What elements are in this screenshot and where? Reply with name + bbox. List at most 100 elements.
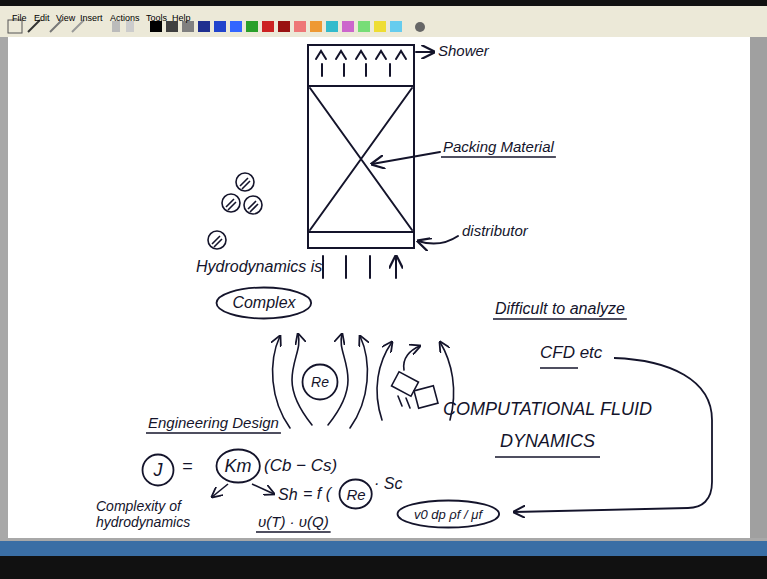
underline bbox=[441, 156, 556, 158]
handwritten-note: · Sc bbox=[374, 475, 402, 492]
label-box: distributor bbox=[462, 222, 528, 240]
leader-arrow bbox=[416, 51, 434, 53]
menu-item: View bbox=[56, 13, 75, 23]
color-swatch bbox=[310, 21, 322, 32]
circled-text: Km bbox=[224, 456, 251, 477]
label-box: Complexity of hydrodynamics bbox=[96, 498, 221, 530]
shower-spray bbox=[316, 51, 406, 59]
circled-term: Complex bbox=[215, 286, 313, 320]
handwritten-note: Sh bbox=[278, 486, 298, 503]
circle-outline bbox=[143, 455, 174, 486]
label-box: COMPUTATIONAL FLUID DYNAMICS bbox=[405, 393, 690, 457]
hatching bbox=[212, 178, 258, 247]
circled-text: J bbox=[154, 460, 163, 481]
handwritten-note: (Cb − Cs) bbox=[264, 456, 337, 475]
label-box: Sh bbox=[278, 486, 298, 504]
color-swatch bbox=[326, 21, 338, 32]
label-box: = f ( bbox=[303, 485, 331, 503]
handwritten-note: Shower bbox=[438, 42, 489, 59]
gas-inflow bbox=[323, 256, 396, 278]
color-swatch bbox=[390, 21, 402, 32]
color-swatch bbox=[262, 21, 274, 32]
handwritten-note: COMPUTATIONAL FLUID DYNAMICS bbox=[405, 393, 690, 457]
label-box: Engineering Design bbox=[148, 414, 279, 432]
color-swatch bbox=[294, 21, 306, 32]
circle-outline bbox=[217, 288, 312, 319]
tool-icon bbox=[415, 22, 425, 32]
label-box: Insert bbox=[80, 7, 103, 25]
underline bbox=[146, 432, 281, 434]
handwritten-note: Complexity of hydrodynamics bbox=[96, 498, 221, 530]
right-border bbox=[750, 37, 767, 541]
circle-outline bbox=[303, 365, 338, 400]
packing-piece bbox=[398, 396, 410, 408]
label-box: Edit bbox=[34, 7, 50, 25]
packing-top bbox=[308, 85, 414, 87]
circled-text: Complex bbox=[232, 294, 295, 312]
label-box: (Cb − Cs) bbox=[264, 456, 337, 476]
packing-piece bbox=[414, 386, 438, 409]
label-box: Packing Material bbox=[443, 138, 554, 156]
color-swatch bbox=[230, 21, 242, 32]
color-swatch bbox=[246, 21, 258, 32]
column-shell bbox=[308, 45, 414, 248]
label-box: View bbox=[56, 7, 75, 25]
flow-around-sphere bbox=[273, 334, 368, 428]
underline bbox=[256, 531, 331, 533]
menu-item: File bbox=[12, 13, 27, 23]
title-bar bbox=[0, 0, 767, 6]
handwritten-note: = bbox=[182, 456, 193, 476]
handwritten-note: Hydrodynamics is bbox=[196, 258, 322, 275]
packed-column bbox=[308, 45, 458, 278]
screen-edge bbox=[0, 556, 767, 579]
color-swatch bbox=[358, 21, 370, 32]
color-swatch bbox=[374, 21, 386, 32]
label-box: Hydrodynamics is bbox=[196, 258, 322, 276]
circled-term: Re bbox=[338, 478, 373, 510]
label-box: CFD etc bbox=[540, 343, 602, 363]
leader-arrow bbox=[252, 484, 274, 494]
status-bar bbox=[0, 541, 767, 556]
menu-item: Edit bbox=[34, 13, 50, 23]
streamline bbox=[350, 336, 367, 428]
underline bbox=[493, 318, 627, 320]
label-box: Tools bbox=[146, 7, 167, 25]
menu-item: Tools bbox=[146, 13, 167, 23]
menu-item: Actions bbox=[110, 13, 140, 23]
underline bbox=[540, 367, 578, 369]
left-border bbox=[0, 37, 8, 541]
handwritten-note: Difficult to analyze bbox=[495, 300, 625, 317]
underline bbox=[495, 456, 600, 458]
menu-item: Help bbox=[172, 13, 191, 23]
shower-drops bbox=[322, 64, 390, 76]
circled-text: Re bbox=[311, 374, 329, 390]
color-swatch bbox=[198, 21, 210, 32]
handwritten-note: distributor bbox=[462, 222, 528, 239]
handwritten-note: υ(T) · υ(Q) bbox=[258, 513, 329, 530]
particle-cluster bbox=[208, 173, 262, 249]
bottom-border bbox=[0, 538, 767, 541]
circled-term: J bbox=[141, 453, 175, 487]
label-box: υ(T) · υ(Q) bbox=[258, 513, 329, 531]
leader-arrow bbox=[372, 152, 440, 164]
handwritten-note: Engineering Design bbox=[148, 414, 279, 431]
handwritten-note: Packing Material bbox=[443, 138, 554, 155]
color-swatch bbox=[278, 21, 290, 32]
circle-outline bbox=[340, 480, 372, 509]
circled-term: v0 dp ρf / μf bbox=[396, 499, 501, 529]
distributor-plate bbox=[308, 231, 414, 233]
circled-text: Re bbox=[346, 486, 365, 503]
writing-canvas bbox=[8, 37, 750, 538]
handwritten-note: = f ( bbox=[303, 485, 331, 502]
circle-outline bbox=[216, 450, 259, 483]
streamline bbox=[404, 346, 420, 370]
flow-around-packing bbox=[377, 342, 454, 420]
label-box: File bbox=[12, 7, 27, 25]
label-box: Shower bbox=[438, 42, 489, 60]
circled-term: Re bbox=[301, 363, 339, 401]
color-swatch bbox=[342, 21, 354, 32]
circled-term: Km bbox=[215, 448, 261, 484]
